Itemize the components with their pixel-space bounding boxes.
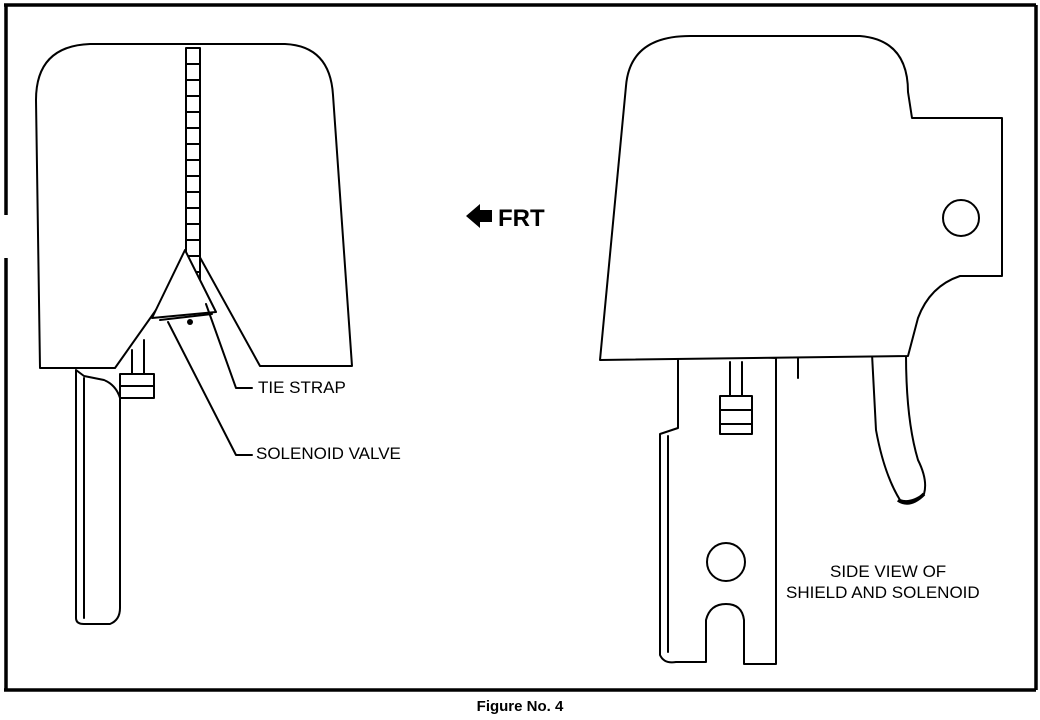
side-view-shield — [599, 35, 1003, 361]
solenoid-valve-body — [151, 249, 217, 319]
tie-strap-ladder — [185, 47, 201, 311]
tie-strap-label: TIE STRAP — [258, 378, 346, 397]
figure-caption: Figure No. 4 — [477, 698, 564, 715]
front-label: FRT — [498, 205, 545, 232]
side-view-shield-hole — [942, 199, 980, 237]
front-direction-indicator: FRT — [466, 204, 545, 232]
side-view-hose — [871, 353, 927, 503]
side-view-bracket — [659, 351, 777, 665]
front-view-pipe — [75, 369, 121, 625]
tie-strap-leader — [205, 303, 253, 389]
solenoid-valve-label: SOLENOID VALVE — [256, 444, 401, 463]
side-view-fitting — [719, 395, 753, 435]
side-view-label-line2: SHIELD AND SOLENOID — [786, 583, 980, 602]
figure-frame — [4, 3, 1038, 692]
side-view-bracket-hole — [706, 542, 746, 582]
left-arrow-icon — [466, 204, 492, 228]
side-view-label-line1: SIDE VIEW OF — [830, 562, 946, 581]
solenoid-valve-leader — [167, 321, 253, 456]
side-view-assembly — [599, 35, 1003, 665]
front-view-assembly — [35, 43, 353, 625]
